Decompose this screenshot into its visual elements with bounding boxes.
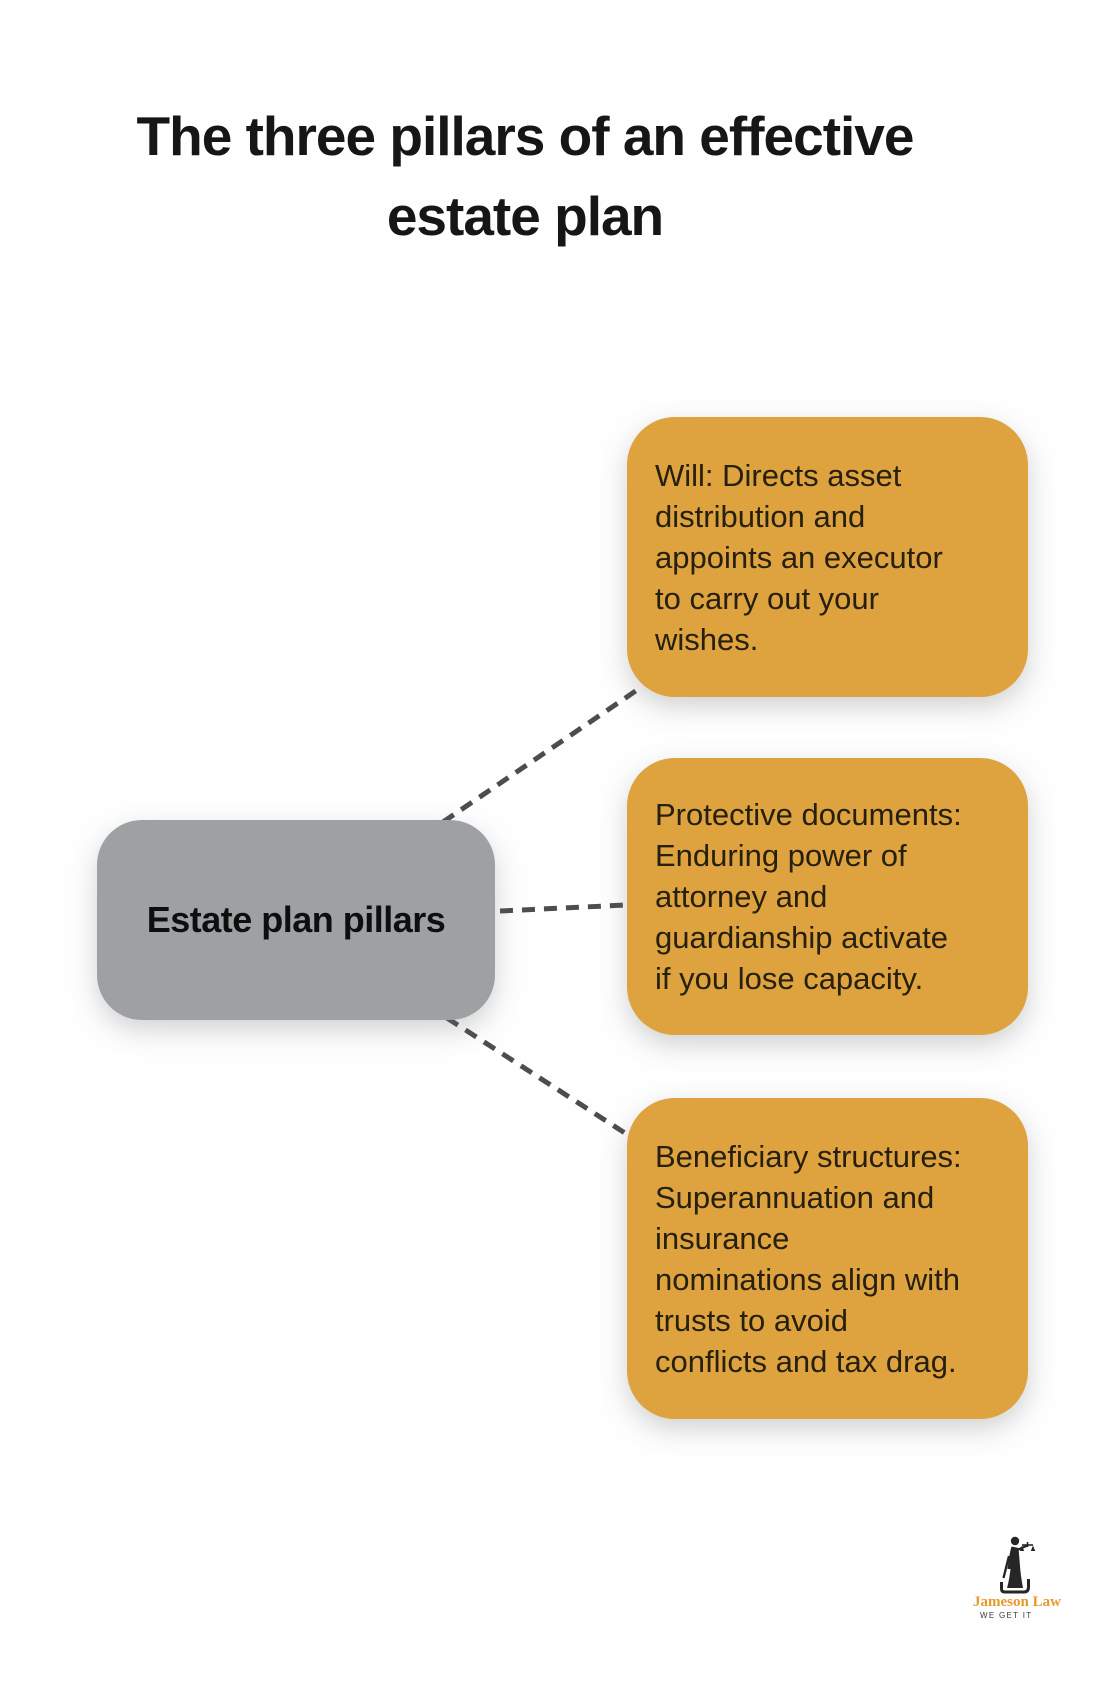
brand-name: Jameson Law — [973, 1594, 1061, 1610]
page-title: The three pillars of an effective estate… — [136, 105, 915, 247]
pillar-card-will: Will: Directs asset distribution and app… — [627, 417, 1028, 697]
lady-justice-icon — [1000, 1536, 1036, 1594]
connector-protective-documents — [499, 902, 627, 914]
pillar-card-protective-documents-text: Protective documents: Enduring power of … — [655, 797, 962, 996]
center-node-estate-plan-pillars: Estate plan pillars — [97, 820, 495, 1020]
center-node-label: Estate plan pillars — [146, 899, 446, 940]
connector-will — [441, 685, 642, 825]
pillar-card-beneficiary-structures: Beneficiary structures: Superannuation a… — [627, 1098, 1028, 1419]
pillar-card-beneficiary-structures-text: Beneficiary structures: Superannuation a… — [655, 1138, 962, 1379]
brand-logo: Jameson Law WE GET IT — [973, 1536, 1061, 1620]
pillar-card-protective-documents: Protective documents: Enduring power of … — [627, 758, 1028, 1035]
brand-tagline: WE GET IT — [980, 1611, 1033, 1620]
pillar-card-will-text: Will: Directs asset distribution and app… — [655, 457, 943, 657]
connector-beneficiary-structures — [445, 1015, 630, 1138]
